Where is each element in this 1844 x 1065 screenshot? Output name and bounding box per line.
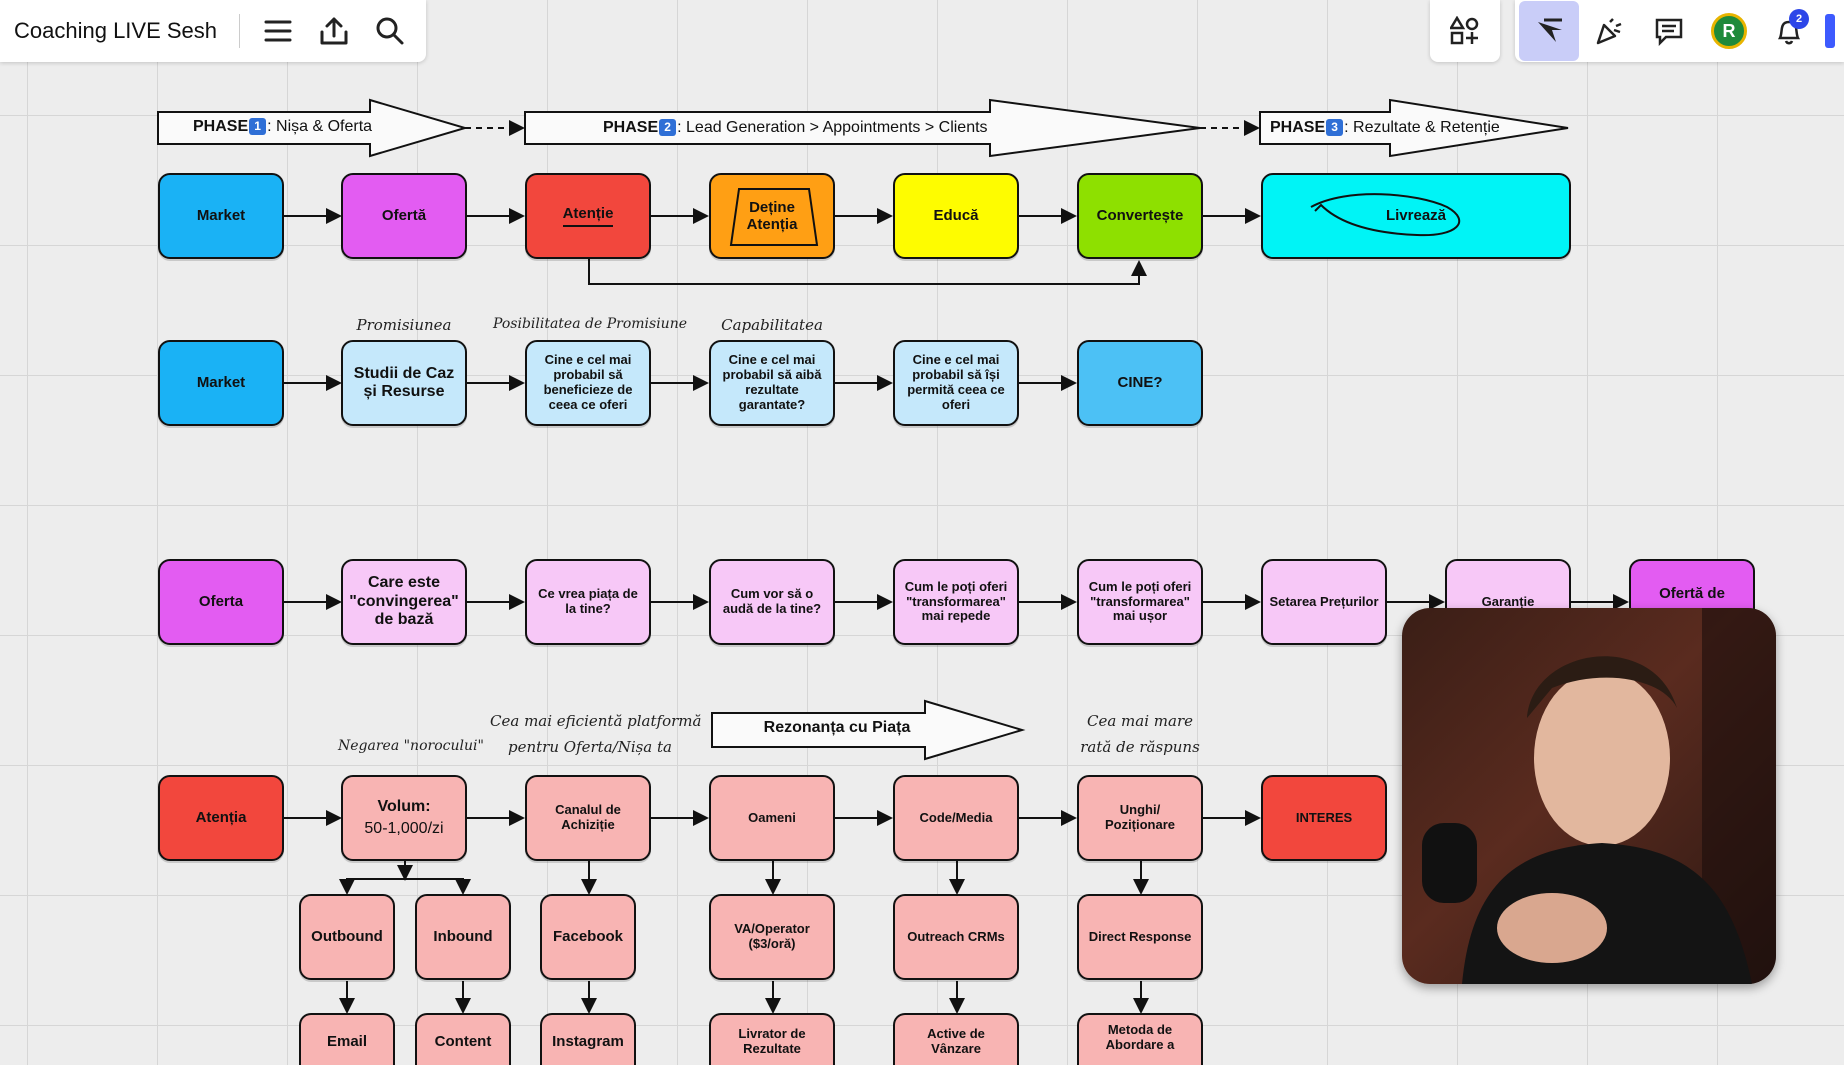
rezonanta-label: Rezonanța cu Piața xyxy=(763,719,911,736)
board-toolbar: Coaching LIVE Sesh xyxy=(0,0,426,62)
node-canalul-achizitie[interactable]: Canalul de Achiziție xyxy=(525,775,651,861)
node-cine-rezultate[interactable]: Cine e cel mai probabil să aibă rezultat… xyxy=(709,340,835,426)
note-capabilitatea: Capabilitatea xyxy=(721,316,823,334)
scribble-oval xyxy=(1310,193,1461,237)
node-market-2[interactable]: Market xyxy=(158,340,284,426)
node-va-operator[interactable]: VA/Operator ($3/oră) xyxy=(709,894,835,980)
phase-2-arrow xyxy=(524,98,1201,158)
node-volum[interactable]: Volum: 50-1,000/zi xyxy=(341,775,467,861)
node-livrator-rezultate[interactable]: Livrator de Rezultate xyxy=(709,1013,835,1065)
node-active-vanzare[interactable]: Active de Vânzare xyxy=(893,1013,1019,1065)
shapes-icon[interactable] xyxy=(1435,1,1495,61)
node-ce-vrea-piata[interactable]: Ce vrea piața de la tine? xyxy=(525,559,651,645)
node-oameni[interactable]: Oameni xyxy=(709,775,835,861)
notification-count: 2 xyxy=(1789,9,1809,29)
node-facebook[interactable]: Facebook xyxy=(540,894,636,980)
node-direct-response[interactable]: Direct Response xyxy=(1077,894,1203,980)
node-interes[interactable]: INTERES xyxy=(1261,775,1387,861)
presenter-silhouette xyxy=(1422,608,1776,984)
node-atentie[interactable]: Atenție xyxy=(525,173,651,259)
node-instagram[interactable]: Instagram xyxy=(540,1013,636,1065)
node-convingerea[interactable]: Care este "convingerea" de bază xyxy=(341,559,467,645)
node-oferta[interactable]: Ofertă xyxy=(341,173,467,259)
rezonanta-arrow xyxy=(711,699,1026,761)
node-content[interactable]: Content xyxy=(415,1013,511,1065)
node-atentia[interactable]: Atenția xyxy=(158,775,284,861)
node-livreaza[interactable]: Livrează xyxy=(1261,173,1571,259)
node-studii-de-caz[interactable]: Studii de Caz și Resurse xyxy=(341,340,467,426)
node-email[interactable]: Email xyxy=(299,1013,395,1065)
node-converteste[interactable]: Convertește xyxy=(1077,173,1203,259)
node-code-media[interactable]: Code/Media xyxy=(893,775,1019,861)
collab-toolbar: R 2 xyxy=(1515,0,1844,62)
menu-icon[interactable] xyxy=(258,10,298,52)
webcam-video[interactable] xyxy=(1402,608,1776,984)
node-oferta-2[interactable]: Oferta xyxy=(158,559,284,645)
board-title[interactable]: Coaching LIVE Sesh xyxy=(14,18,218,43)
search-icon[interactable] xyxy=(370,10,410,52)
node-outreach-crms[interactable]: Outreach CRMs xyxy=(893,894,1019,980)
node-setarea-preturilor[interactable]: Setarea Prețurilor xyxy=(1261,559,1387,645)
node-unghi-pozitionare[interactable]: Unghi/ Poziționare xyxy=(1077,775,1203,861)
node-outbound[interactable]: Outbound xyxy=(299,894,395,980)
node-transformarea-repede[interactable]: Cum le poți oferi "transformarea" mai re… xyxy=(893,559,1019,645)
note-promisiunea: Promisiunea xyxy=(356,316,452,334)
phase-1-arrow xyxy=(157,98,469,158)
celebrate-icon[interactable] xyxy=(1579,1,1639,61)
node-cine-beneficieze[interactable]: Cine e cel mai probabil să beneficieze d… xyxy=(525,340,651,426)
trapezoid-shape xyxy=(729,188,819,246)
comments-icon[interactable] xyxy=(1639,1,1699,61)
phase-3-arrow xyxy=(1259,98,1569,158)
note-posibilitatea: Posibilitatea de Promisiune xyxy=(493,316,687,332)
node-inbound[interactable]: Inbound xyxy=(415,894,511,980)
shapes-toolbar xyxy=(1430,0,1500,62)
note-mare-1: Cea mai mare xyxy=(1086,712,1193,730)
pointer-icon[interactable] xyxy=(1519,1,1579,61)
edge-indicator xyxy=(1825,14,1835,48)
node-detine-atentia[interactable]: Deține Atenția xyxy=(709,173,835,259)
note-negarea-norocului: Negarea "norocului" xyxy=(338,738,484,754)
node-transformarea-usor[interactable]: Cum le poți oferi "transformarea" mai uș… xyxy=(1077,559,1203,645)
node-metoda-abordare[interactable]: Metoda de Abordare a xyxy=(1077,1013,1203,1065)
toolbar-divider xyxy=(239,14,240,48)
avatar[interactable]: R xyxy=(1699,1,1759,61)
node-cine[interactable]: CINE? xyxy=(1077,340,1203,426)
node-cine-permita[interactable]: Cine e cel mai probabil să își permită c… xyxy=(893,340,1019,426)
note-eficienta-2: pentru Oferta/Nișa ta xyxy=(508,738,672,756)
share-icon[interactable] xyxy=(314,10,354,52)
bell-icon[interactable]: 2 xyxy=(1759,1,1819,61)
node-market[interactable]: Market xyxy=(158,173,284,259)
note-eficienta-1: Cea mai eficientă platformă xyxy=(490,712,702,730)
node-educa[interactable]: Educă xyxy=(893,173,1019,259)
node-cum-vor-sa-o-auda[interactable]: Cum vor să o audă de la tine? xyxy=(709,559,835,645)
note-mare-2: rată de răspuns xyxy=(1080,738,1200,756)
